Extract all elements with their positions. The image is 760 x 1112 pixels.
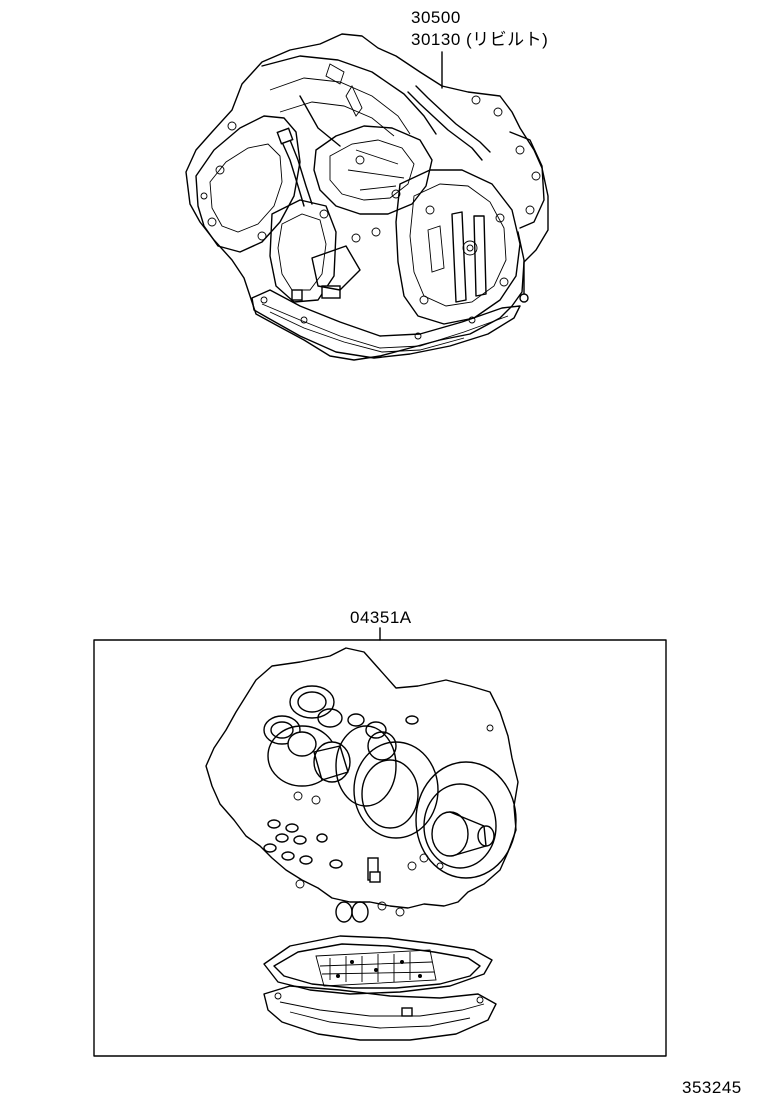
plug-valve-part (367, 857, 381, 883)
oil-pump-seal-assembly (415, 761, 517, 879)
oil-strainer-and-pan-gasket (263, 935, 493, 995)
seal-ring-group (263, 685, 439, 839)
part-number-30500-label: 30500 (411, 8, 461, 27)
kit-frame (93, 639, 667, 1057)
o-ring-group (263, 724, 494, 923)
figure-number-label: 353245 (682, 1078, 742, 1097)
part-number-04351a-label: 04351A (350, 608, 412, 627)
part-number-30130-rebuilt-label: 30130 (リビルト) (411, 30, 549, 49)
overhaul-gasket-kit-illustration (93, 639, 667, 1057)
oil-pan (263, 985, 497, 1041)
automatic-transaxle-assembly-illustration (185, 33, 549, 361)
